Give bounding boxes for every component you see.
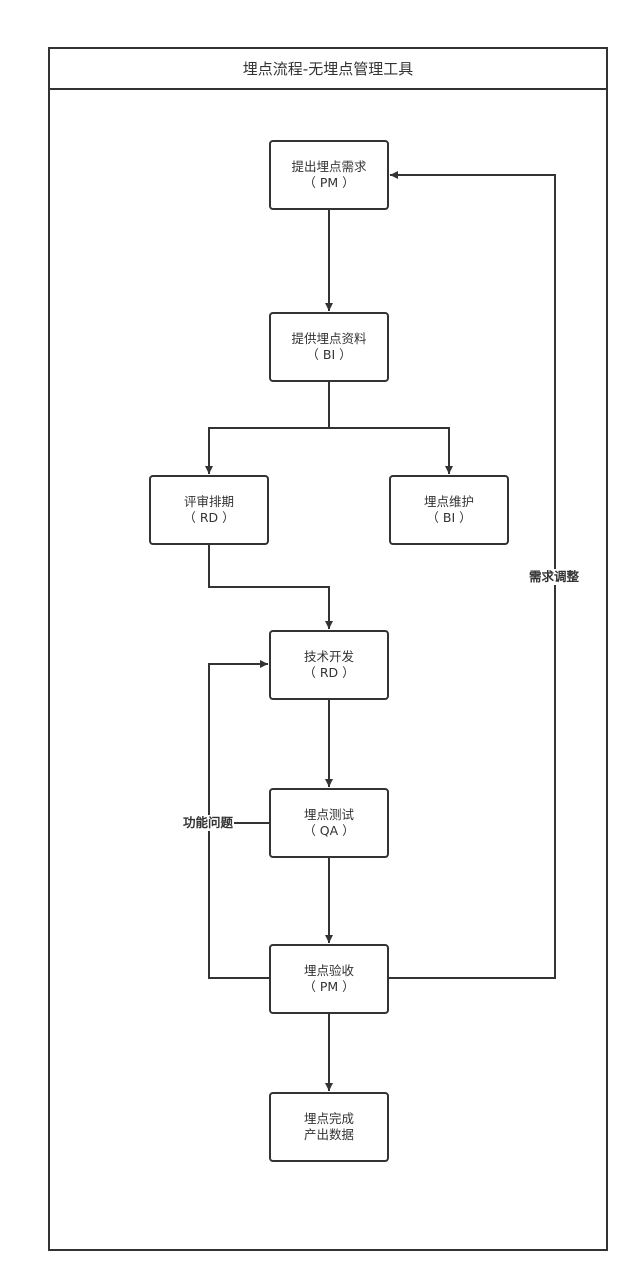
node-sublabel: （ PM ） (303, 175, 355, 190)
node-sublabel: （ BI ） (306, 347, 352, 362)
node-label: 提出埋点需求 (291, 159, 367, 174)
node-sublabel: （ RD ） (183, 510, 235, 525)
node-label: 评审排期 (183, 494, 234, 509)
node-sublabel: （ RD ） (303, 665, 355, 680)
node-acceptance: 埋点验收 （ PM ） (269, 944, 389, 1014)
node-label: 埋点验收 (303, 963, 354, 978)
node-sublabel: （ QA ） (303, 823, 355, 838)
node-label: 提供埋点资料 (291, 331, 367, 346)
edge-split-n3 (205, 427, 329, 474)
edge-n3-n5 (208, 545, 333, 629)
node-sublabel: 产出数据 (303, 1127, 354, 1142)
node-sublabel: （ PM ） (303, 979, 355, 994)
node-review-schedule: 评审排期 （ RD ） (149, 475, 269, 545)
node-development: 技术开发 （ RD ） (269, 630, 389, 700)
node-propose-requirement: 提出埋点需求 （ PM ） (269, 140, 389, 210)
edge-label-function-issue: 功能问题 (182, 815, 235, 831)
node-complete: 埋点完成 产出数据 (269, 1092, 389, 1162)
node-sublabel: （ BI ） (426, 510, 472, 525)
node-provide-materials: 提供埋点资料 （ BI ） (269, 312, 389, 382)
node-testing: 埋点测试 （ QA ） (269, 788, 389, 858)
edge-split-n4 (329, 427, 453, 474)
node-maintenance: 埋点维护 （ BI ） (389, 475, 509, 545)
diagram-title: 埋点流程-无埋点管理工具 (50, 49, 606, 90)
diagram-frame: 埋点流程-无埋点管理工具 (48, 47, 608, 1251)
node-label: 埋点完成 (303, 1111, 354, 1126)
edge-label-demand-adjust: 需求调整 (528, 569, 581, 585)
node-label: 埋点维护 (423, 494, 474, 509)
node-label: 埋点测试 (303, 807, 354, 822)
node-label: 技术开发 (303, 649, 354, 664)
